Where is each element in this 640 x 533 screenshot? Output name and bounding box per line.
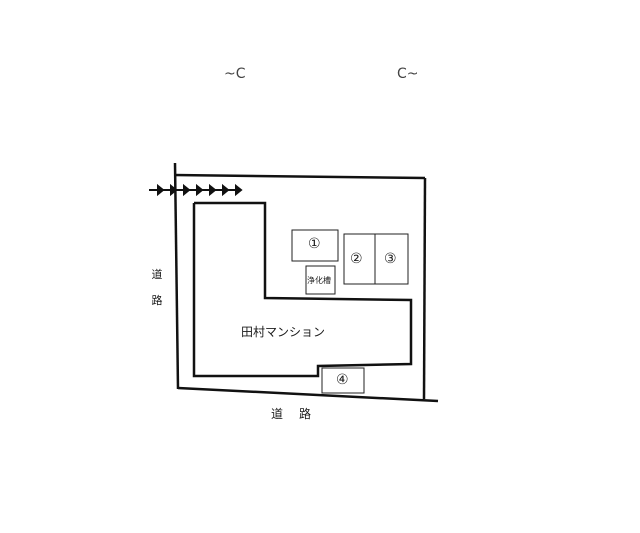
septic-tank-box xyxy=(305,265,336,295)
lot-3-label: ③ xyxy=(384,251,397,267)
building-outline xyxy=(192,201,413,378)
septic-tank-label: 浄化槽 xyxy=(307,276,331,285)
building-name: 田村マンション xyxy=(241,325,326,339)
lot-3-box xyxy=(374,233,409,285)
lot-1-label: ① xyxy=(308,236,321,252)
scan-mark-left: ~C xyxy=(224,66,246,82)
property-boundary xyxy=(173,162,439,403)
lot-2-label: ② xyxy=(350,251,363,267)
road-bottom-label: 道 路 xyxy=(271,407,314,421)
scan-mark-right: C~ xyxy=(397,66,419,82)
lot-4-label: ④ xyxy=(336,372,349,388)
road-left-label-bottom: 路 xyxy=(151,294,163,307)
access-arrows xyxy=(149,183,243,197)
road-left-label-top: 道 xyxy=(151,268,163,281)
lot-1-box xyxy=(291,229,339,262)
lot-4-box xyxy=(321,367,365,394)
